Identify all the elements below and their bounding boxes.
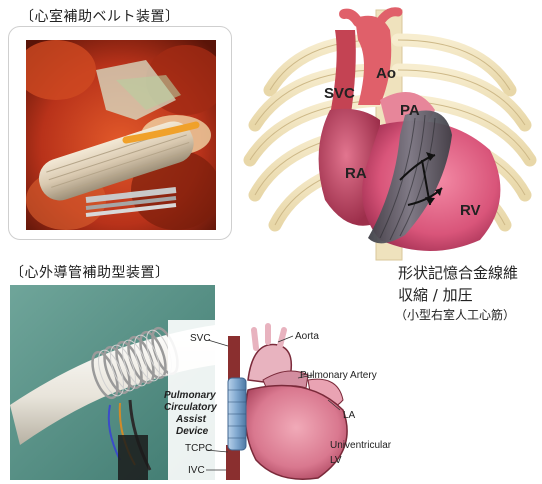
ribcage-heart-diagram xyxy=(230,0,542,270)
label-ao-top: Ao xyxy=(376,65,396,82)
bottom-panel-title: 〔心外導管補助型装置〕 xyxy=(10,262,170,282)
label-rv-top: RV xyxy=(460,202,481,219)
label-svc-bottom: SVC xyxy=(190,333,211,344)
label-svc-top: SVC xyxy=(324,85,355,102)
caption-line1: 形状記憶合金線維 xyxy=(398,262,518,283)
label-pa-top: PA xyxy=(400,102,420,119)
label-tcpc: TCPC xyxy=(185,443,212,454)
label-la: LA xyxy=(343,410,355,421)
caption-line2: 収縮 / 加圧 xyxy=(398,284,473,305)
label-univentricular: Univentricular xyxy=(330,440,391,451)
label-pulmonary-artery: Pulmonary Artery xyxy=(300,370,377,381)
label-ivc: IVC xyxy=(188,465,205,476)
device-label-line2: Circulatory xyxy=(164,402,217,413)
device-label-line4: Device xyxy=(176,426,208,437)
caption-line3: （小型右室人工心筋） xyxy=(395,306,515,323)
label-aorta: Aorta xyxy=(295,331,319,342)
device-label-line1: Pulmonary xyxy=(164,390,216,401)
label-lv: LV xyxy=(330,455,342,466)
label-ra-top: RA xyxy=(345,165,367,182)
surgery-photo xyxy=(26,40,216,230)
device-label-line3: Assist xyxy=(176,414,206,425)
top-panel-title: 〔心室補助ベルト装置〕 xyxy=(20,6,180,26)
